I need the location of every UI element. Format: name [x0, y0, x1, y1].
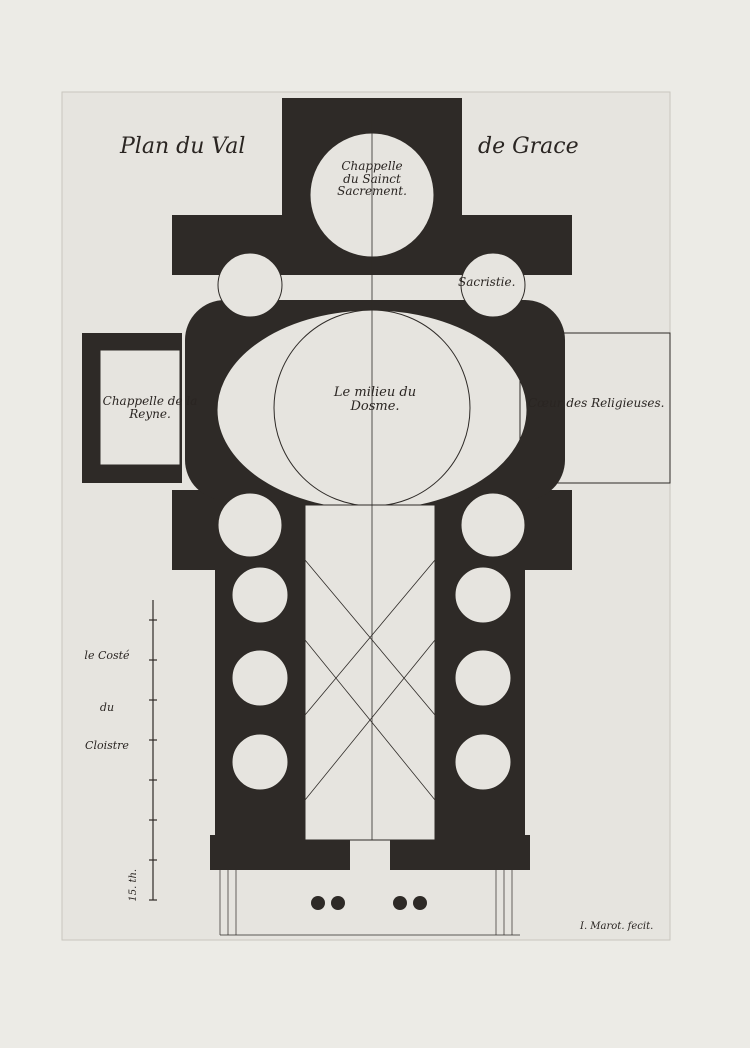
- label-line: Le milieu du: [333, 385, 417, 400]
- label-line: Sacrement.: [337, 184, 407, 199]
- scale-label: 15. th.: [128, 868, 140, 902]
- scale-bar: [149, 600, 157, 901]
- label-chappelle-saint-sacrement: Chappelle du Sainct Sacrement.: [322, 160, 422, 198]
- label-line: Chappelle de la: [102, 394, 198, 408]
- title-right: de Grace: [478, 134, 579, 159]
- entrance-steps: [219, 870, 520, 936]
- label-sacristie: Sacristie.: [458, 275, 516, 289]
- label-line: Dosme.: [350, 398, 400, 414]
- nave-vaults: [304, 120, 436, 840]
- label-chappelle-reyne: Chappelle de la Reyne.: [100, 395, 200, 420]
- entrance-columns: [311, 896, 427, 910]
- title-left: Plan du Val: [120, 134, 246, 159]
- label-line: Chappelle: [341, 159, 403, 173]
- label-line: du Sainct: [343, 171, 401, 186]
- side-note-2: du: [99, 701, 115, 714]
- side-note-3: Cloistre: [85, 739, 129, 752]
- label-line: Reyne.: [129, 406, 171, 421]
- side-note-1: le Costé: [84, 649, 130, 662]
- label-coeur-religieuses: Cœur des Religieuses.: [528, 396, 665, 410]
- signature: I. Marot. fecit.: [580, 921, 654, 932]
- label-dome: Le milieu du Dosme.: [315, 386, 435, 413]
